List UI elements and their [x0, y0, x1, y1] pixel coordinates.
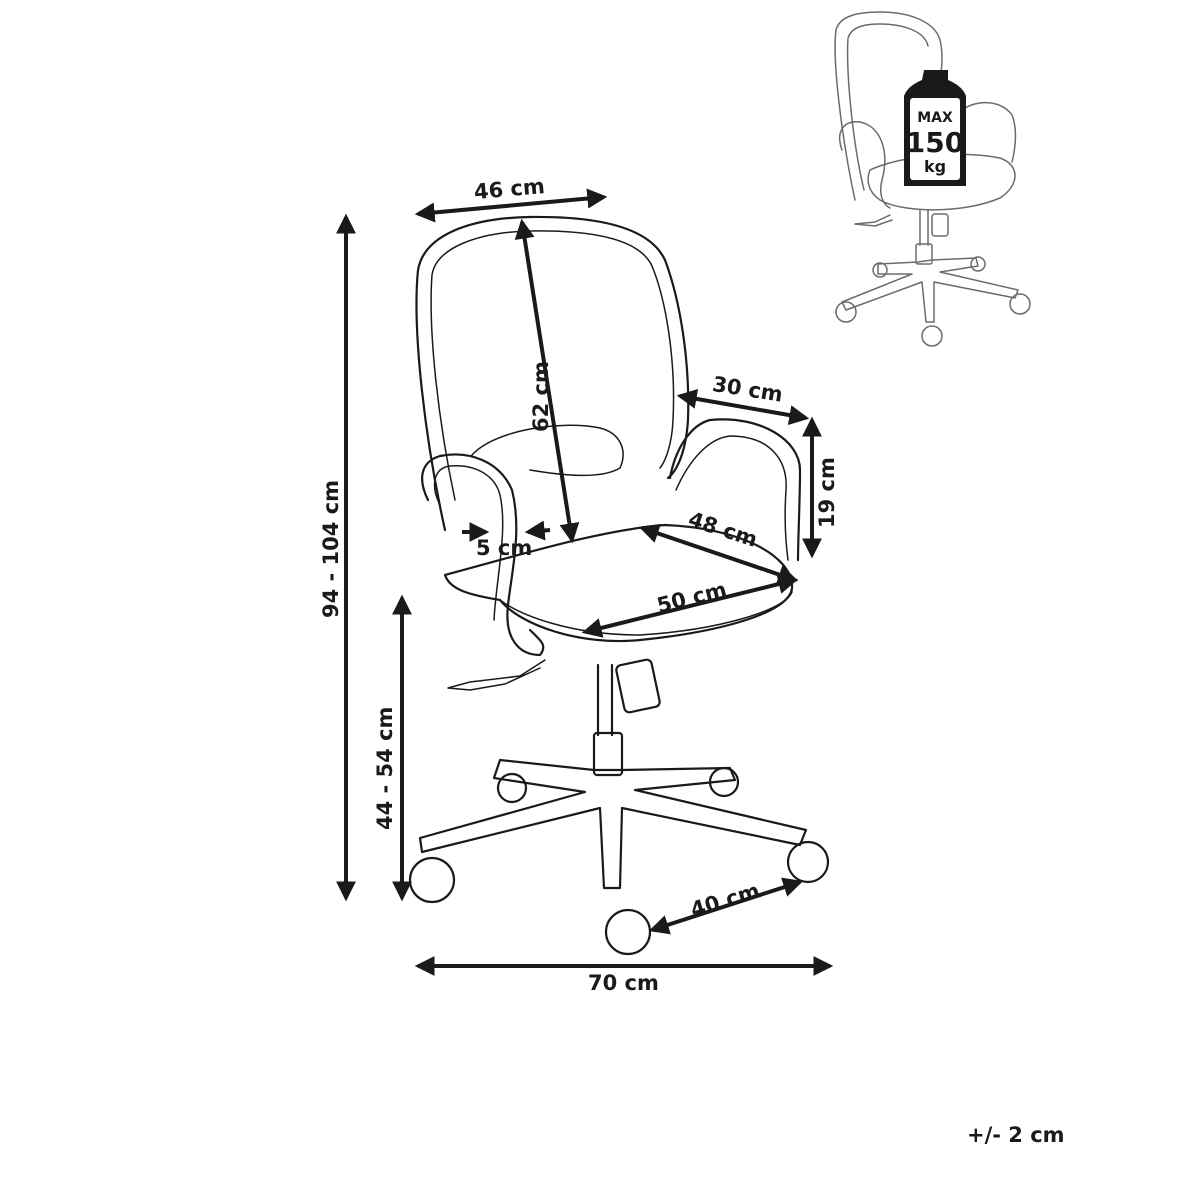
label-backrest-height: 62 cm [529, 361, 553, 432]
column-sleeve [592, 731, 624, 777]
dimension-labels: 46 cm 62 cm 30 cm 19 cm 48 cm 50 cm 5 cm… [319, 174, 839, 995]
tolerance-note: +/- 2 cm [967, 1123, 1065, 1147]
thumb-armrest-right [959, 101, 1017, 163]
weight-icon [904, 70, 966, 186]
dim-line-62 [514, 218, 580, 544]
armrest-left-inner [433, 465, 504, 621]
label-total-height: 94 - 104 cm [319, 480, 343, 618]
dim-line-40 [648, 877, 804, 935]
thumb-caster [970, 256, 986, 272]
thumb-column [919, 209, 929, 246]
label-base-width: 70 cm [588, 971, 659, 995]
dim-line-50 [581, 574, 799, 638]
max-load-thumbnail: MAX 150 kg [834, 11, 1031, 347]
max-load-label-3: kg [924, 157, 946, 176]
armrest-right [668, 418, 802, 562]
dimension-lines [336, 188, 834, 976]
thumb-backrest-inner [846, 23, 929, 191]
max-load-label-2: 150 [906, 126, 964, 159]
caster [496, 772, 528, 804]
gas-column [596, 663, 614, 737]
star-base [418, 758, 808, 890]
thumb-star-base [841, 257, 1019, 323]
label-armrest-width: 5 cm [476, 536, 532, 560]
thumb-backrest [834, 11, 943, 201]
thumb-armrest-left [839, 121, 891, 209]
label-seat-width: 50 cm [654, 577, 729, 617]
label-seat-height: 44 - 54 cm [373, 707, 397, 830]
thumb-lever [854, 214, 893, 227]
thumb-caster [1009, 293, 1031, 315]
caster [408, 856, 456, 904]
label-base-radius: 40 cm [688, 878, 763, 922]
thumb-caster [921, 325, 943, 347]
dim-line-30 [676, 389, 810, 425]
adjustment-lever [447, 659, 546, 691]
thumb-caster [835, 301, 857, 323]
dim-line-46 [414, 188, 608, 223]
max-load-label-1: MAX [917, 110, 953, 126]
thumb-caster [872, 262, 888, 278]
thumb-sleeve [915, 243, 933, 265]
dim-line-5-right [524, 520, 551, 541]
armrest-left [421, 453, 545, 657]
caster [708, 766, 740, 798]
caster [604, 908, 652, 956]
caster [786, 840, 830, 884]
thumb-knob [931, 213, 949, 237]
label-armrest-height: 19 cm [815, 457, 839, 528]
tilt-knob [615, 658, 661, 714]
label-backrest-width: 46 cm [473, 174, 546, 204]
dim-line-48 [638, 523, 799, 585]
